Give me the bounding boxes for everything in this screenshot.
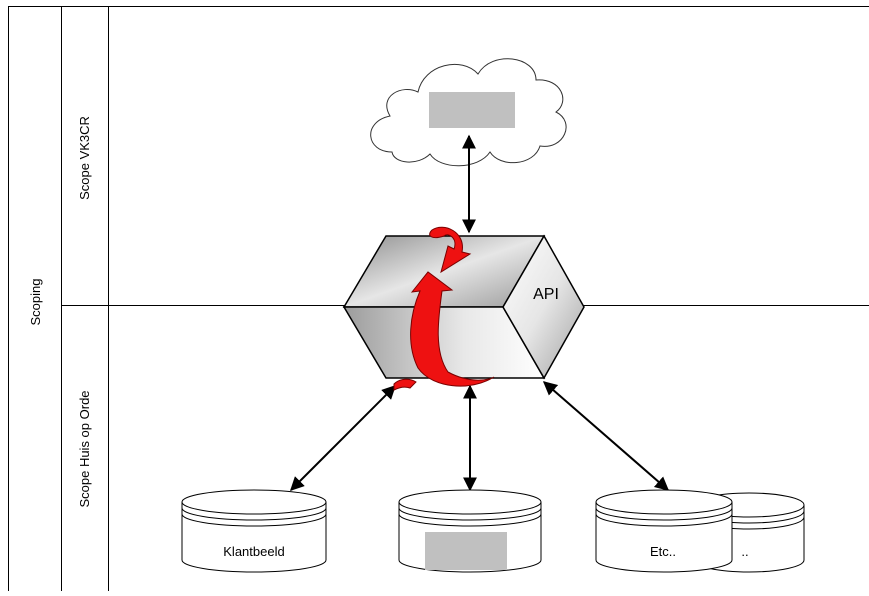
database-label-klantbeeld: Klantbeeld <box>223 544 284 559</box>
database-back-label: .. <box>741 544 748 559</box>
loop-arrow-icon <box>393 226 495 391</box>
cloud-redaction <box>429 92 515 128</box>
cloud-shape <box>370 58 567 167</box>
api-right-face <box>502 234 585 380</box>
api-db1-arrow <box>290 385 396 491</box>
lane-label-scoping: Scoping <box>28 279 43 326</box>
api-db3-arrow <box>542 381 670 491</box>
api-label: API <box>533 286 559 303</box>
connector-arrows <box>290 134 670 492</box>
lane-label-top: Scope VK3CR <box>77 116 92 200</box>
database-etc <box>595 489 733 573</box>
lane-label-bottom: Scope Huis op Orde <box>77 390 92 507</box>
api-block <box>342 234 585 380</box>
database-label-etc: Etc.. <box>650 544 676 559</box>
database-redaction <box>425 532 507 570</box>
database-klantbeeld <box>181 489 327 573</box>
